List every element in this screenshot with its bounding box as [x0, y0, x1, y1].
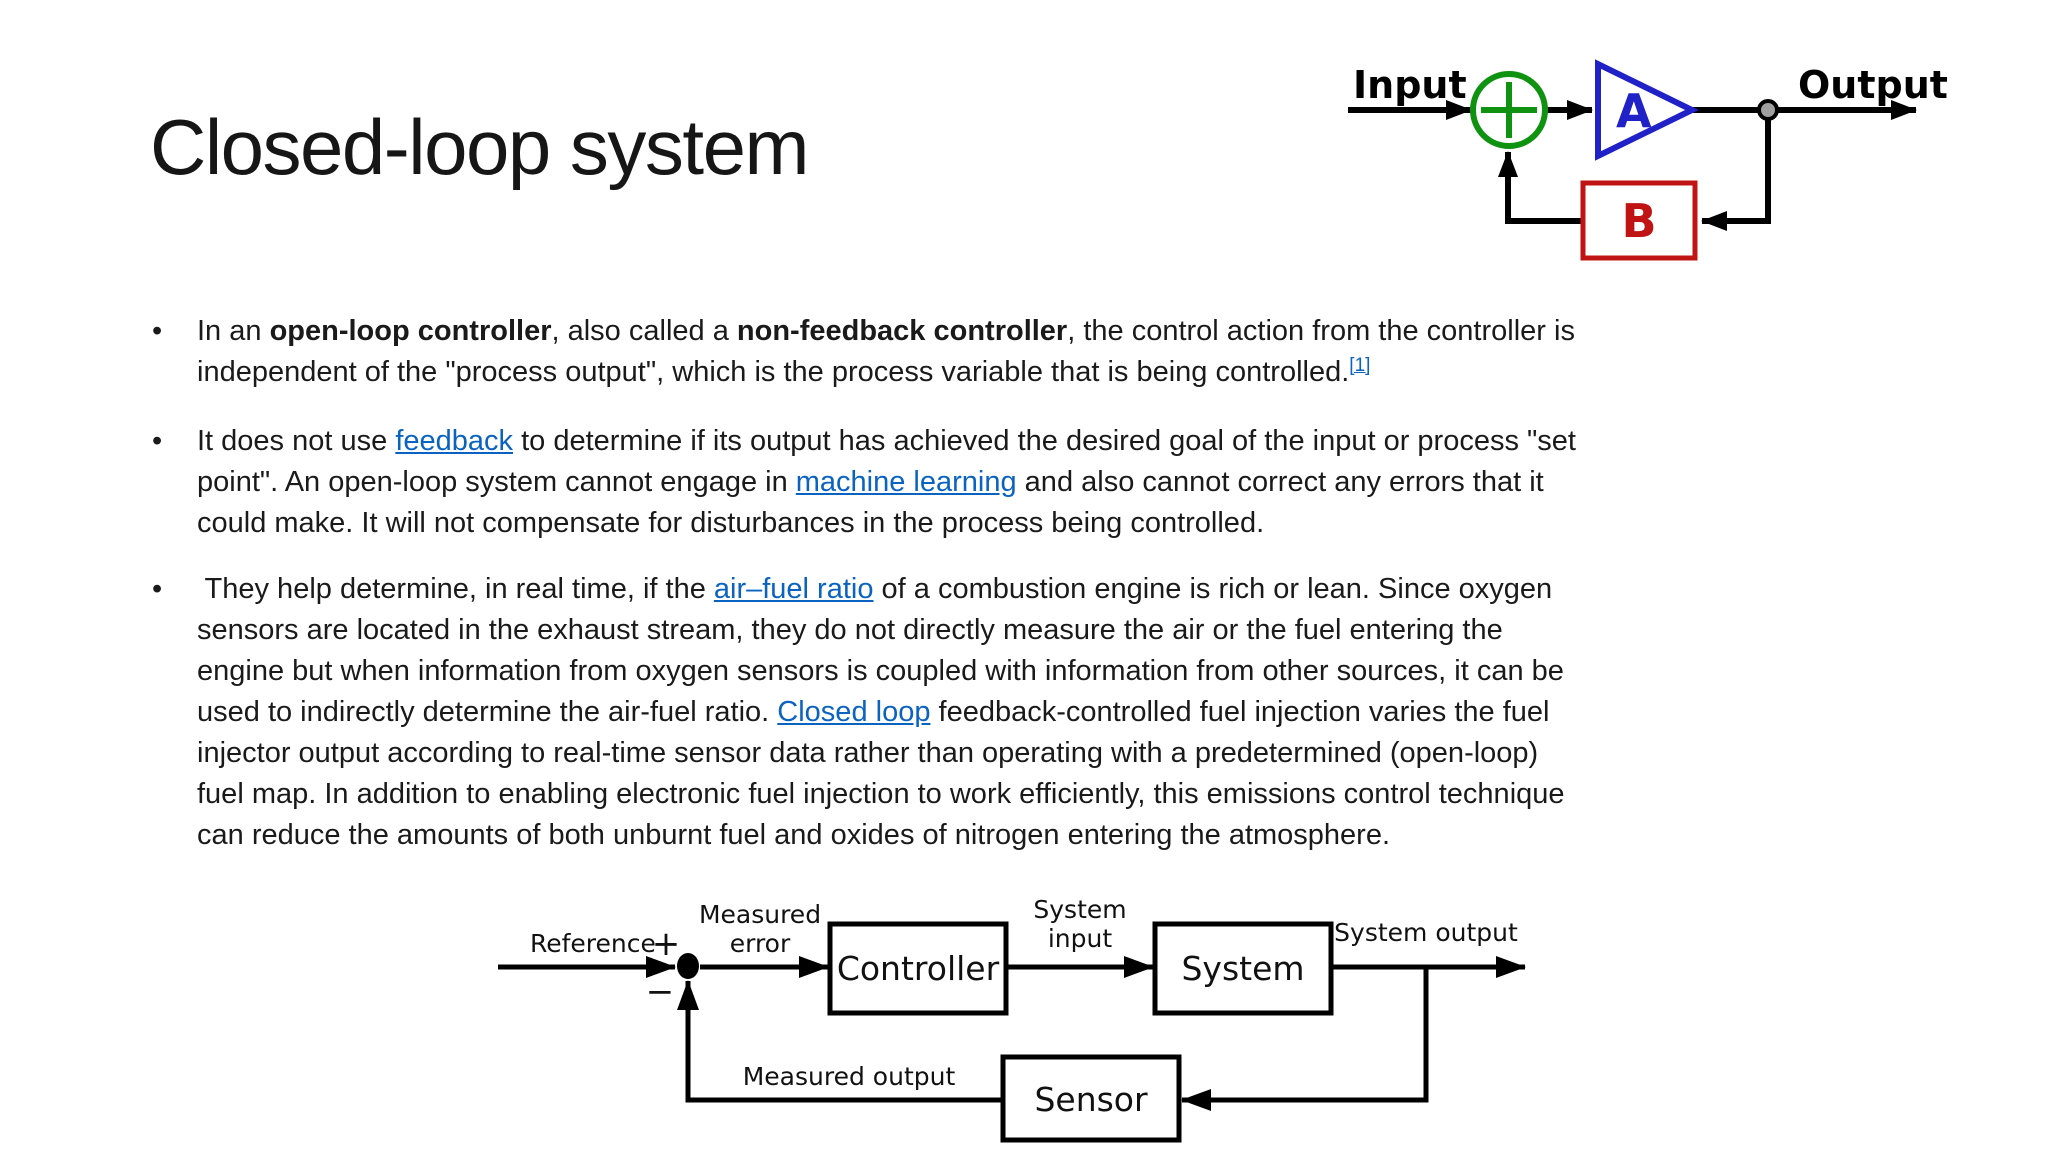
reference-1-link[interactable]: [1] [1349, 355, 1371, 376]
feedback-link[interactable]: feedback [395, 425, 514, 457]
bullet-glyph: • [152, 425, 163, 457]
bullet-text: They help determine, in real time, if th… [197, 569, 1962, 856]
text-line: injector output according to real-time s… [197, 733, 1962, 774]
output-to-sensor-wire [1181, 967, 1429, 1111]
text-run: open-loop controller [269, 315, 552, 347]
feedback-amplifier-diagram: Input Output A B [1348, 59, 1948, 261]
text-run: to determine if its output has achieved … [513, 425, 1576, 457]
bullet-text: In an open-loop controller, also called … [197, 311, 1962, 396]
minus-sign: − [646, 972, 675, 1012]
text-run: sensors are located in the exhaust strea… [197, 614, 1503, 646]
bullet-glyph: • [152, 315, 163, 347]
reference-label: Reference [530, 929, 656, 958]
text-line: independent of the "process output", whi… [197, 352, 1962, 396]
text-line: used to indirectly determine the air-fue… [197, 692, 1962, 733]
system-input-label: System [1033, 895, 1126, 924]
controller-label: Controller [837, 949, 1000, 988]
feedback-block [1580, 180, 1698, 261]
text-run: point". An open-loop system cannot engag… [197, 466, 796, 498]
text-run: injector output according to real-time s… [197, 737, 1539, 769]
control-loop-diagram: Reference + − Measured error Controller … [498, 895, 1526, 1143]
input-label: Input [1353, 63, 1467, 107]
feedback-to-sum-wire [1498, 151, 1583, 224]
plus-sign: + [652, 924, 681, 964]
text-run: , also called a [551, 315, 737, 347]
node-to-feedback-wire [1701, 110, 1771, 231]
text-run: could make. It will not compensate for d… [197, 507, 1265, 539]
measured-output-label: Measured output [743, 1062, 956, 1091]
sensor-to-sum-wire [677, 980, 1003, 1103]
text-line: can reduce the amounts of both unburnt f… [197, 815, 1962, 856]
text-run: of a combustion engine is rich or lean. … [873, 573, 1553, 605]
text-line: It does not use feedback to determine if… [197, 421, 1962, 462]
system-output-label: System output [1334, 918, 1518, 947]
text-run: can reduce the amounts of both unburnt f… [197, 819, 1391, 851]
text-line: In an open-loop controller, also called … [197, 311, 1962, 352]
text-run: fuel map. In addition to enabling electr… [197, 778, 1565, 810]
bullet-item: • In an open-loop controller, also called… [152, 311, 1962, 396]
sensor-label: Sensor [1034, 1080, 1148, 1119]
measured-error-label: error [730, 929, 791, 958]
bullet-text: It does not use feedback to determine if… [197, 421, 1962, 544]
takeoff-node-icon [1757, 99, 1779, 121]
output-label: Output [1798, 63, 1948, 107]
bullet-glyph: • [152, 573, 163, 605]
text-run: used to indirectly determine the air-fue… [197, 696, 778, 728]
text-run: feedback-controlled fuel injection varie… [930, 696, 1550, 728]
text-line: fuel map. In addition to enabling electr… [197, 774, 1962, 815]
text-run: non-feedback controller [736, 315, 1068, 347]
block-b-label: B [1621, 194, 1656, 248]
system-block [1152, 921, 1334, 1016]
text-line: could make. It will not compensate for d… [197, 503, 1962, 544]
summing-point-icon [677, 953, 699, 979]
text-run: They help determine, in real time, if th… [197, 573, 714, 605]
text-run: , the control action from the controller… [1067, 315, 1575, 347]
sensor-block [1000, 1054, 1182, 1143]
text-run: engine but when information from oxygen … [197, 655, 1564, 687]
bullet-item: • It does not use feedback to determine i… [152, 421, 1962, 544]
machine-learning-link[interactable]: machine learning [795, 466, 1017, 498]
text-line: point". An open-loop system cannot engag… [197, 462, 1962, 503]
block-a-label: A [1616, 84, 1652, 138]
controller-block [827, 921, 1009, 1016]
air-fuel-ratio-link[interactable]: air–fuel ratio [713, 573, 874, 605]
system-input-label: input [1048, 924, 1113, 953]
text-run: independent of the "process output", whi… [197, 356, 1350, 388]
text-run: and also cannot correct any errors that … [1016, 466, 1544, 498]
page-title: Closed-loop system [150, 103, 809, 191]
text-run: It does not use [197, 425, 396, 457]
bullet-list: • In an open-loop controller, also called… [152, 311, 1962, 881]
closed-loop-link[interactable]: Closed loop [777, 696, 931, 728]
measured-error-label: Measured [699, 900, 821, 929]
system-label: System [1181, 949, 1304, 988]
text-line: engine but when information from oxygen … [197, 651, 1962, 692]
bullet-item: • They help determine, in real time, if … [152, 569, 1962, 856]
text-line: They help determine, in real time, if th… [197, 569, 1962, 610]
text-line: sensors are located in the exhaust strea… [197, 610, 1962, 651]
text-run: In an [197, 315, 270, 347]
amplifier-triangle-icon [1595, 59, 1699, 161]
